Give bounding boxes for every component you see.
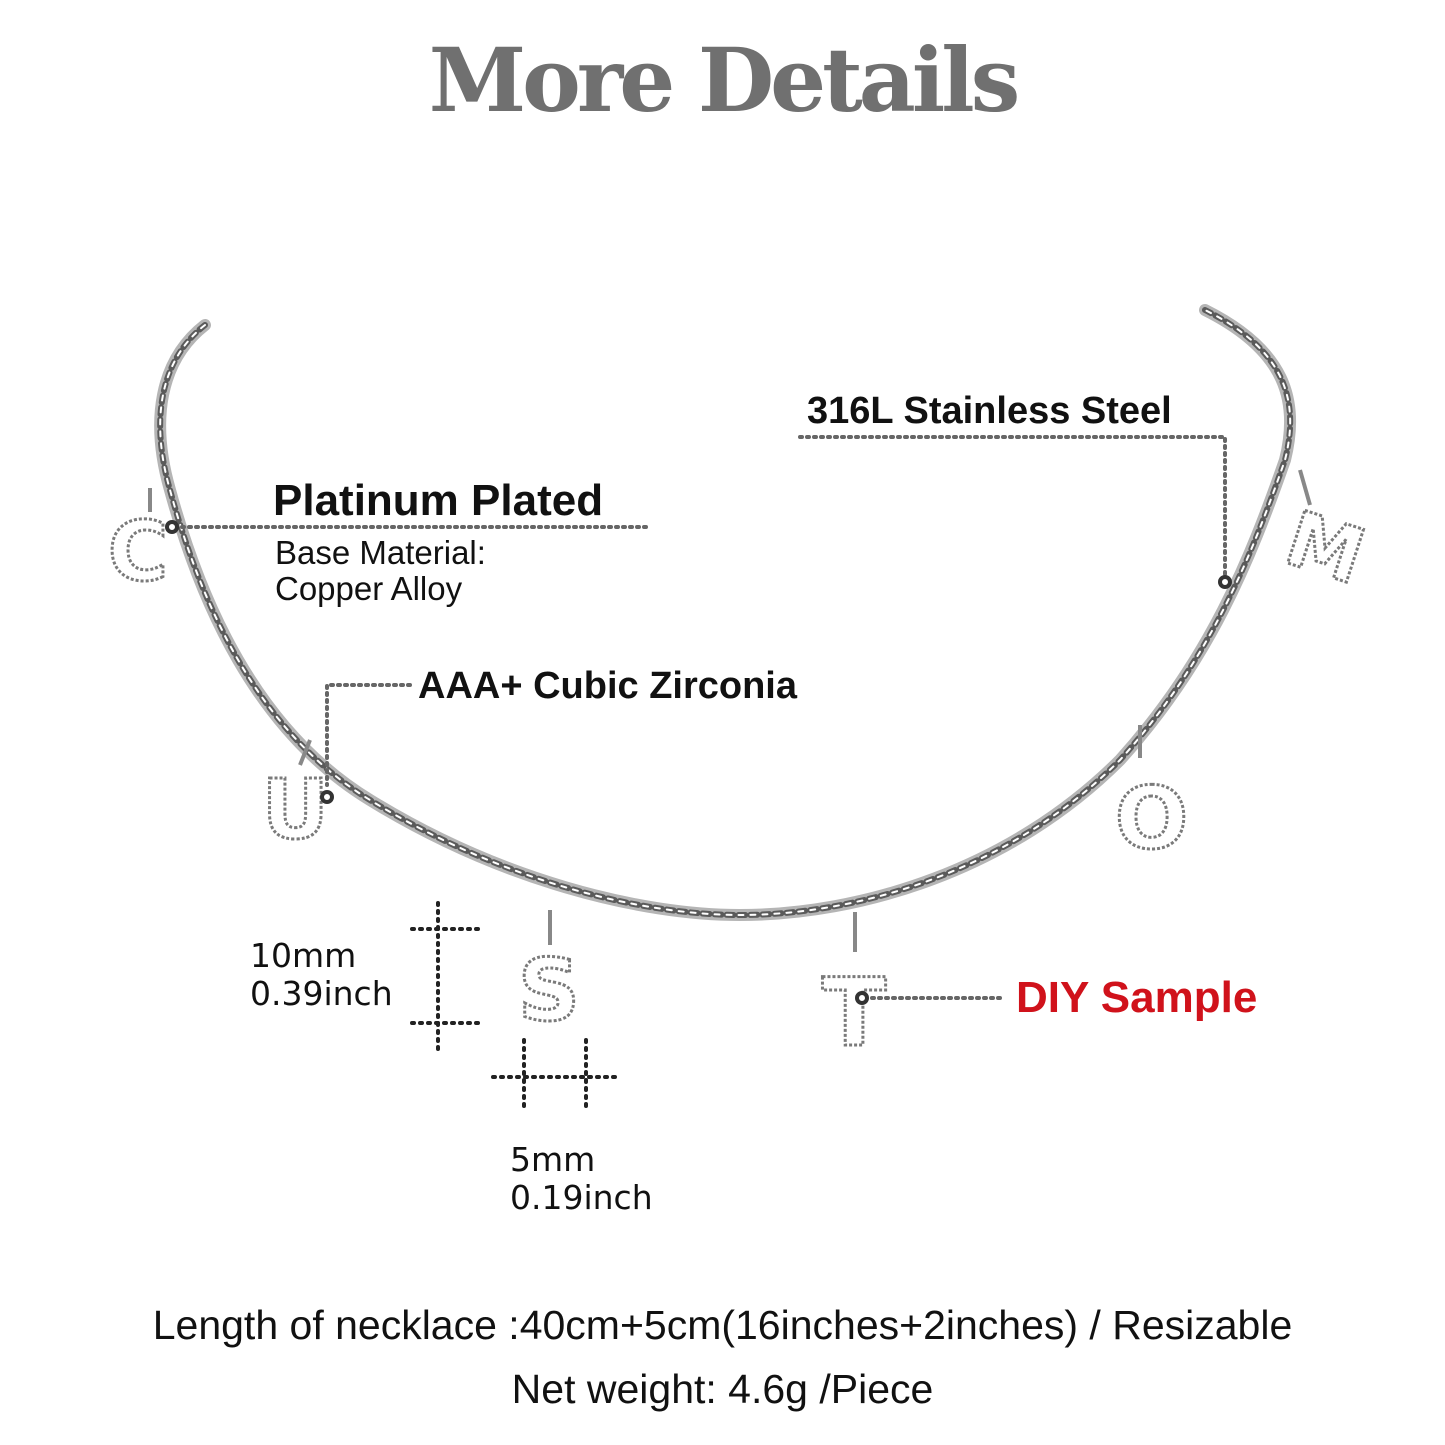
width-mm: 5mm	[510, 1140, 596, 1179]
pendant-letter-m: M	[1276, 493, 1375, 601]
pendant-letter-u: U	[262, 763, 329, 858]
height-inch: 0.39inch	[250, 974, 393, 1013]
page-title: More Details	[428, 28, 1020, 132]
net-weight-text: Net weight: 4.6g /Piece	[511, 1366, 934, 1412]
label-platinum-plated: Platinum Plated	[273, 476, 604, 525]
height-dimension-label: 10mm 0.39inch	[250, 937, 393, 1013]
pendant-letter-o: O	[1115, 769, 1188, 869]
width-dimension-label: 5mm 0.19inch	[510, 1141, 653, 1217]
height-mm: 10mm	[250, 936, 357, 975]
label-cubic-zirconia: AAA+ Cubic Zirconia	[418, 665, 797, 707]
callout-points	[165, 520, 1232, 1005]
dimension-guides	[410, 901, 617, 1112]
necklace-length-text: Length of necklace :40cm+5cm(16inches+2i…	[152, 1302, 1293, 1348]
label-stainless-steel: 316L Stainless Steel	[807, 390, 1172, 432]
callout-lines	[180, 435, 1227, 1000]
label-base-material-line1: Base Material:	[275, 534, 486, 571]
pendant-letter-t: T	[822, 959, 886, 1068]
necklace-chain	[154, 304, 1297, 922]
label-base-material: Base Material: Copper Alloy	[275, 535, 486, 607]
width-inch: 0.19inch	[510, 1178, 653, 1217]
pendant-letter-s: S	[518, 941, 580, 1041]
label-base-material-line2: Copper Alloy	[275, 570, 463, 607]
label-diy-sample: DIY Sample	[1016, 973, 1258, 1022]
pendant-letter-c: C	[108, 505, 168, 600]
